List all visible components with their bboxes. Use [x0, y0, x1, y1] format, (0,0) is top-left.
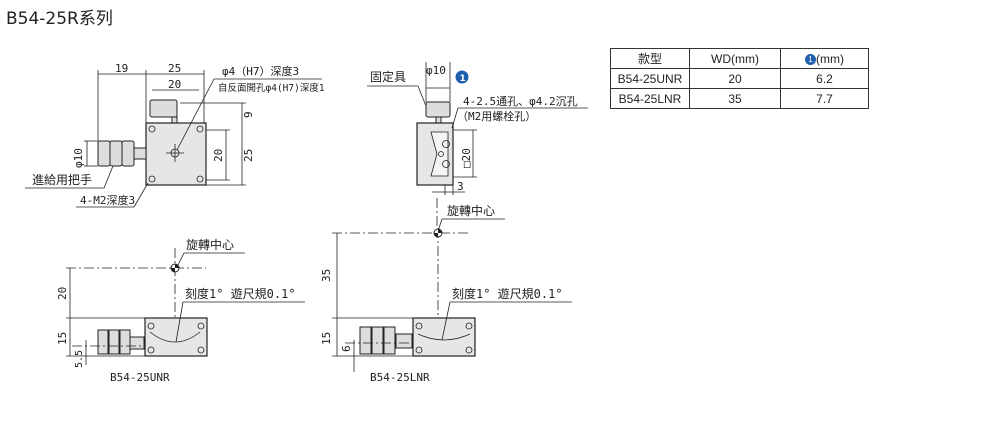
table-row: B54-25UNR 20 6.2 — [610, 68, 869, 89]
hole-note-2: （M2用螺栓孔） — [457, 109, 536, 123]
page-title: B54-25R系列 — [6, 9, 113, 29]
spec-table: 款型 WD(mm) 1(mm) B54-25UNR 20 6.2 B54-25L… — [610, 48, 869, 109]
dim-9: 9 — [242, 111, 255, 118]
feed-handle-label: 進給用把手 — [32, 173, 92, 187]
table-row: B54-25LNR 35 7.7 — [610, 88, 869, 109]
dim-15: 15 — [56, 332, 69, 345]
badge-1-icon: 1 — [805, 53, 816, 65]
scale-note: 刻度1° 遊尺規0.1° — [452, 286, 563, 301]
hole-note-2: 自反面開孔φ4(H7)深度1 — [218, 82, 325, 94]
dim-phi10: φ10 — [426, 64, 446, 77]
hole-note-1: φ4（H7）深度3 — [222, 64, 299, 78]
screw-holes — [148, 125, 204, 183]
rotation-center-label: 旋轉中心 — [186, 237, 234, 252]
scale-note: 刻度1° 遊尺規0.1° — [185, 286, 296, 301]
badge-1 — [455, 70, 469, 84]
rotation-center-label: 旋轉中心 — [447, 203, 495, 218]
dim-20-width: 20 — [168, 78, 181, 91]
dim-5-5: 5.5 — [74, 350, 85, 368]
dim-25-height: 25 — [242, 149, 255, 162]
model-label-lnr: B54-25LNR — [370, 371, 430, 384]
dim-3: 3 — [457, 180, 464, 193]
feed-handle — [97, 140, 147, 167]
stage-block — [145, 122, 207, 186]
fixing-knob — [425, 101, 451, 118]
tap-note: 4-M2深度3 — [80, 193, 135, 207]
stage-block — [412, 317, 476, 357]
side-view: φ10 固定具 1 4-2.5通孔、φ4.2沉孔 （M2用螺栓孔） □20 3 … — [367, 62, 588, 232]
table-header-row: 款型 WD(mm) 1(mm) — [610, 48, 869, 69]
hole-note-1: 4-2.5通孔、φ4.2沉孔 — [463, 95, 578, 108]
header-model: 款型 — [610, 48, 690, 69]
dim-20-height: 20 — [212, 149, 225, 162]
svg-text:1: 1 — [460, 74, 466, 84]
top-view: 19 25 20 9 20 25 φ10 φ4（H7）深度3 自反面開孔φ4(H… — [25, 62, 325, 208]
dim-20: 20 — [56, 287, 69, 300]
dim-phi10: φ10 — [72, 148, 85, 168]
header-badge-col: 1(mm) — [780, 48, 869, 69]
fixture-label: 固定具 — [370, 69, 406, 84]
stage-block — [144, 317, 208, 357]
dim-15: 15 — [320, 332, 333, 345]
header-wd: WD(mm) — [689, 48, 781, 69]
front-view-unr: 旋轉中心 刻度1° 遊尺規0.1° 20 15 5.5 B54-25UNR — [56, 237, 305, 384]
front-view-lnr: 刻度1° 遊尺規0.1° 35 15 6 B54-25LNR — [320, 228, 572, 384]
model-label-unr: B54-25UNR — [110, 371, 170, 384]
dim-19: 19 — [115, 62, 128, 75]
dim-square20: □20 — [460, 148, 473, 168]
knob-shaft — [171, 116, 178, 124]
dim-25-width: 25 — [168, 62, 181, 75]
dim-35: 35 — [320, 269, 333, 282]
fixing-knob — [149, 99, 178, 118]
dim-6: 6 — [340, 345, 353, 352]
